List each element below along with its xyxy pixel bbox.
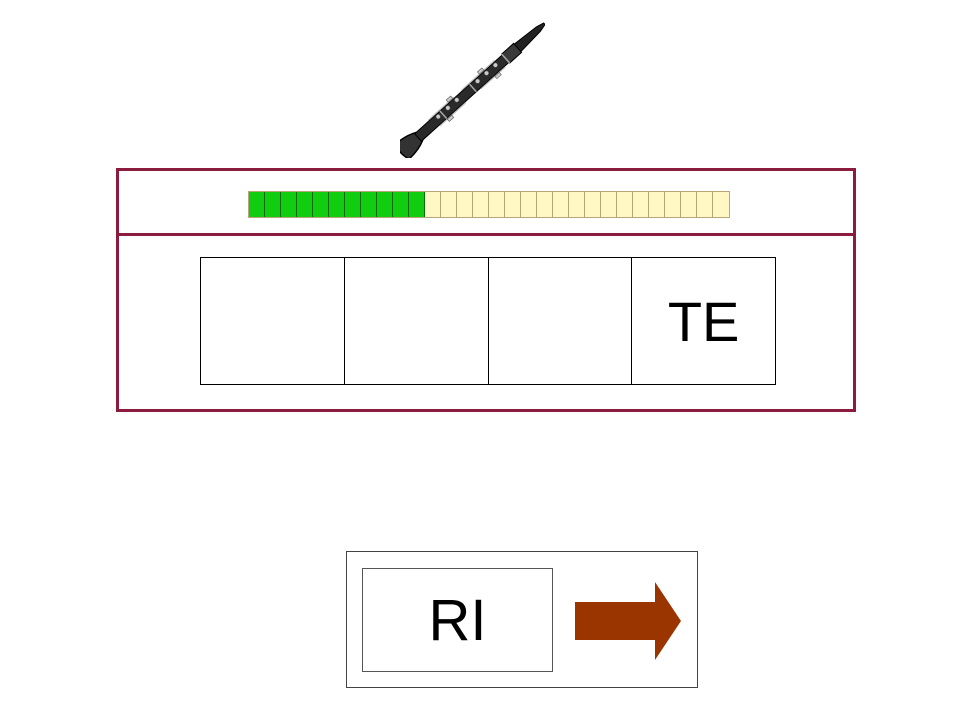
progress-segment-done: [361, 192, 377, 217]
progress-segment-done: [313, 192, 329, 217]
progress-segment-todo: [505, 192, 521, 217]
progress-segment-todo: [537, 192, 553, 217]
progress-segment-done: [297, 192, 313, 217]
progress-bar: [248, 191, 730, 218]
progress-segment-todo: [601, 192, 617, 217]
progress-segment-todo: [569, 192, 585, 217]
progress-segment-todo: [697, 192, 713, 217]
progress-segment-done: [265, 192, 281, 217]
progress-segment-done: [377, 192, 393, 217]
progress-segment-done: [329, 192, 345, 217]
progress-segment-todo: [633, 192, 649, 217]
word-slots: TE: [200, 257, 776, 385]
progress-segment-done: [249, 192, 265, 217]
answer-tray: RI: [346, 551, 698, 688]
syllable-tile[interactable]: RI: [362, 568, 553, 672]
game-board: TE: [116, 168, 856, 412]
progress-segment-todo: [489, 192, 505, 217]
word-slot-3[interactable]: [488, 258, 633, 384]
progress-segment-done: [345, 192, 361, 217]
clarinet-icon: [400, 22, 545, 158]
word-slot-1[interactable]: [201, 258, 345, 384]
progress-segment-todo: [665, 192, 681, 217]
progress-segment-todo: [713, 192, 729, 217]
progress-segment-todo: [457, 192, 473, 217]
progress-segment-todo: [521, 192, 537, 217]
progress-segment-done: [281, 192, 297, 217]
progress-segment-todo: [473, 192, 489, 217]
word-slot-2[interactable]: [344, 258, 489, 384]
progress-segment-todo: [441, 192, 457, 217]
progress-segment-todo: [553, 192, 569, 217]
progress-segment-done: [409, 192, 425, 217]
arrow-right-icon[interactable]: [573, 580, 683, 662]
board-divider: [119, 233, 853, 236]
progress-segment-todo: [585, 192, 601, 217]
word-slot-4[interactable]: TE: [632, 258, 775, 384]
progress-segment-todo: [649, 192, 665, 217]
progress-segment-done: [393, 192, 409, 217]
progress-segment-todo: [681, 192, 697, 217]
progress-segment-todo: [617, 192, 633, 217]
progress-segment-todo: [425, 192, 441, 217]
